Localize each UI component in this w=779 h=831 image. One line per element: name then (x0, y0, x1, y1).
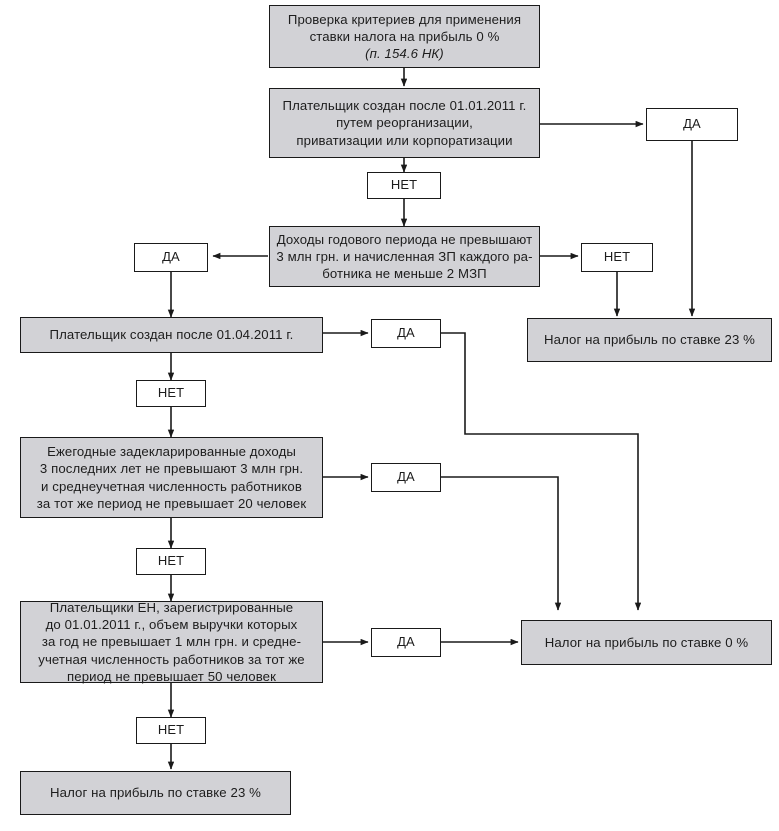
label-no-declared-income[interactable]: НЕТ (136, 548, 206, 575)
node-declared-line3: и среднеучетная численность работников (41, 478, 302, 494)
node-condition-declared-income[interactable]: Ежегодные задекларированные доходы 3 пос… (20, 437, 323, 518)
label-no-created-april[interactable]: НЕТ (136, 380, 206, 407)
node-start-line3: (п. 154.6 НК) (365, 46, 444, 62)
node-condition-created-april[interactable]: Плательщик создан после 01.04.2011 г. (20, 317, 323, 353)
node-en-line1: Плательщики ЕН, зарегистрированные (49, 600, 294, 616)
node-result-tax-0[interactable]: Налог на прибыль по ставке 0 % (521, 620, 772, 665)
node-start[interactable]: Проверка критериев для применения ставки… (269, 5, 540, 68)
label-yes-declared-income-text: ДА (397, 469, 415, 485)
label-yes-annual-income[interactable]: ДА (134, 243, 208, 272)
label-no-created-april-text: НЕТ (157, 385, 185, 401)
node-reorg-line3: приватизации или корпоратизации (296, 132, 513, 148)
label-yes-single-tax-payers-text: ДА (397, 634, 415, 650)
node-income-line3: ботника не меньше 2 МЗП (322, 266, 487, 282)
label-yes-single-tax-payers[interactable]: ДА (371, 628, 441, 657)
node-en-line3: за год не превышает 1 млн грн. и средне- (41, 634, 302, 650)
node-income-line2: 3 млн грн. и начисленная ЗП каждого ра- (276, 248, 533, 264)
label-yes-reorganization-text: ДА (683, 116, 701, 132)
label-no-reorganization-text: НЕТ (390, 177, 418, 193)
label-yes-annual-income-text: ДА (162, 249, 180, 265)
node-declared-line4: за тот же период не превышает 20 человек (36, 495, 307, 511)
node-start-line1: Проверка критериев для применения (287, 11, 522, 27)
node-april-line1: Плательщик создан после 01.04.2011 г. (49, 327, 294, 343)
node-en-line4: учетная численность работников за тот же (38, 651, 305, 667)
node-declared-line1: Ежегодные задекларированные доходы (47, 444, 296, 460)
node-result-tax-23-right-line1: Налог на прибыль по ставке 23 % (544, 332, 755, 348)
edge-yesdeclared-to-result0 (440, 476, 562, 611)
node-condition-annual-income[interactable]: Доходы годового периода не превышают 3 м… (269, 226, 540, 287)
node-reorg-line2: путем реорганизации, (336, 115, 473, 131)
node-en-line2: до 01.01.2011 г., объем выручки которых (45, 617, 298, 633)
label-yes-created-april[interactable]: ДА (371, 319, 441, 348)
node-result-tax-23-bottom[interactable]: Налог на прибыль по ставке 23 % (20, 771, 291, 815)
node-reorg-line1: Плательщик создан после 01.01.2011 г. (282, 98, 527, 114)
node-condition-single-tax-payers[interactable]: Плательщики ЕН, зарегистрированные до 01… (20, 600, 323, 684)
label-no-declared-income-text: НЕТ (157, 553, 185, 569)
label-yes-created-april-text: ДА (397, 325, 415, 341)
node-condition-reorganization[interactable]: Плательщик создан после 01.01.2011 г. пу… (269, 88, 540, 158)
node-income-line1: Доходы годового периода не превышают (276, 231, 533, 247)
label-no-reorganization[interactable]: НЕТ (367, 172, 441, 199)
label-no-single-tax-payers[interactable]: НЕТ (136, 717, 206, 744)
node-en-line5: период не превышает 50 человек (67, 668, 276, 684)
edge-yesapril-to-result0 (440, 332, 642, 611)
node-start-line2: ставки налога на прибыль 0 % (309, 28, 500, 44)
label-yes-reorganization[interactable]: ДА (646, 108, 738, 141)
node-declared-line2: 3 последних лет не превышают 3 млн грн. (39, 461, 304, 477)
label-no-single-tax-payers-text: НЕТ (157, 722, 185, 738)
label-yes-declared-income[interactable]: ДА (371, 463, 441, 492)
node-result-tax-23-bottom-line1: Налог на прибыль по ставке 23 % (50, 785, 261, 801)
label-no-annual-income[interactable]: НЕТ (581, 243, 653, 272)
node-result-tax-0-line1: Налог на прибыль по ставке 0 % (544, 634, 749, 650)
label-no-annual-income-text: НЕТ (603, 249, 631, 265)
node-result-tax-23-right[interactable]: Налог на прибыль по ставке 23 % (527, 318, 772, 362)
